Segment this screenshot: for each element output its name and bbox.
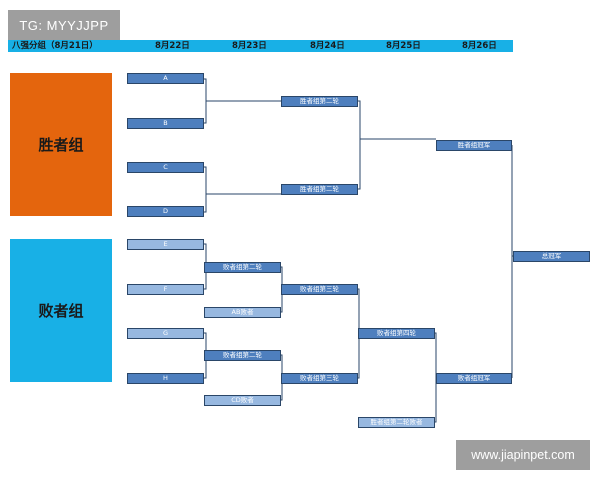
header-date-1: 8月22日 [155, 41, 190, 51]
header-date-2: 8月23日 [232, 41, 267, 51]
team-slot-e: E [127, 239, 204, 250]
ab-loser-slot: AB败者 [204, 307, 281, 318]
team-slot-a: A [127, 73, 204, 84]
team-slot-g: G [127, 328, 204, 339]
winners-round2-top-slot: 胜者组第二轮 [281, 96, 358, 107]
winners-round2-loser-slot: 胜者组第二轮败者 [358, 417, 435, 428]
watermark-bottom: www.jiapinpet.com [456, 440, 590, 470]
header-date-5: 8月26日 [462, 41, 497, 51]
losers-final-slot: 败者组冠军 [436, 373, 512, 384]
team-slot-f: F [127, 284, 204, 295]
cd-loser-slot: CD败者 [204, 395, 281, 406]
date-header-bar: 八强分组（8月21日） 8月22日 8月23日 8月24日 8月25日 8月26… [8, 40, 513, 52]
team-slot-d: D [127, 206, 204, 217]
losers-round2-top-slot: 败者组第二轮 [204, 262, 281, 273]
winners-group-label: 胜者组 [10, 73, 112, 216]
winners-round2-bottom-slot: 胜者组第二轮 [281, 184, 358, 195]
header-first-day: 八强分组（8月21日） [12, 41, 98, 51]
champion-slot: 总冠军 [513, 251, 590, 262]
team-slot-b: B [127, 118, 204, 129]
losers-round2-bottom-slot: 败者组第二轮 [204, 350, 281, 361]
losers-round4-slot: 败者组第四轮 [358, 328, 435, 339]
header-date-4: 8月25日 [386, 41, 421, 51]
watermark-top: TG: MYYJJPP [8, 10, 120, 40]
team-slot-h: H [127, 373, 204, 384]
losers-round3-bottom-slot: 败者组第三轮 [281, 373, 358, 384]
losers-group-label: 败者组 [10, 239, 112, 382]
header-date-3: 8月24日 [310, 41, 345, 51]
losers-round3-top-slot: 败者组第三轮 [281, 284, 358, 295]
winners-final-slot: 胜者组冠军 [436, 140, 512, 151]
team-slot-c: C [127, 162, 204, 173]
